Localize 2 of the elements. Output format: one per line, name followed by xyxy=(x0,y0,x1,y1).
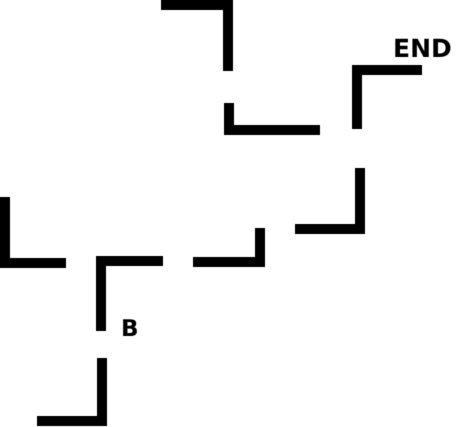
end-label: END xyxy=(393,36,452,61)
point-label: B xyxy=(121,318,139,341)
